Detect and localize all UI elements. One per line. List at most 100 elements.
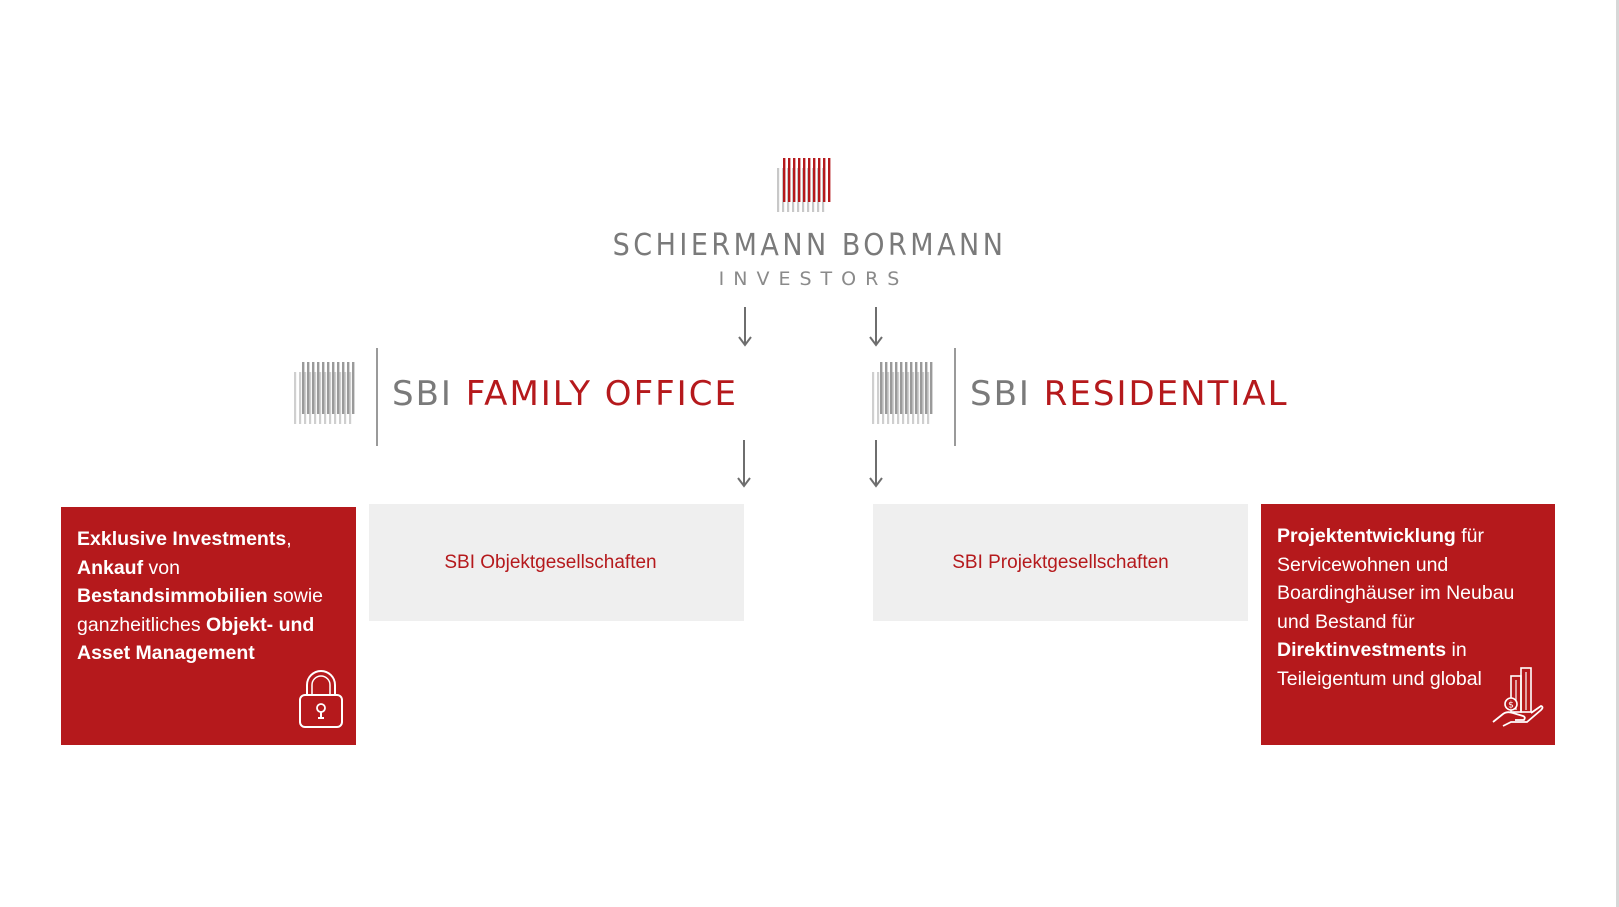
description-segment: Bestandsimmobilien: [77, 585, 268, 607]
residential-logo-bar-dark: [915, 362, 918, 414]
brand-logo-mark: [777, 158, 831, 212]
residential-logo-mark: [872, 362, 933, 424]
description-segment: sowie: [267, 585, 323, 607]
residential-logo-bar-dark: [910, 362, 913, 414]
arrow-down-icon: [738, 307, 752, 347]
residential-logo-bar-dark: [905, 362, 908, 414]
family-office-logo-bar-dark: [347, 362, 350, 414]
residential-logo-bar-light: [877, 372, 880, 424]
residential-logo-bar-light: [897, 372, 900, 424]
family-office-logo-bar-dark: [337, 362, 340, 414]
family-office-logo-bar-light: [339, 372, 342, 424]
residential-logo-bar-light: [907, 372, 910, 424]
residential-logo-bar-dark: [900, 362, 903, 414]
residential-logo-bar-light: [917, 372, 920, 424]
residential-logo-bar-light: [872, 372, 875, 424]
family-office-logo-bar-light: [334, 372, 337, 424]
residential-logo-bar-light: [887, 372, 890, 424]
brand-logo-bar-red: [798, 158, 801, 202]
family-office-logo-bar-dark: [332, 362, 335, 414]
residential-logo-bar-light: [922, 372, 925, 424]
residential-logo-bar-light: [892, 372, 895, 424]
family-office-logo-bar-dark: [302, 362, 305, 414]
arrow-down-icon: [737, 440, 751, 488]
brand-name: SCHIERMANN BORMANN: [612, 228, 1007, 263]
svg-text:$: $: [1508, 701, 1514, 711]
family-office-logo-mark: [294, 362, 355, 424]
brand-logo-bar-red: [823, 158, 826, 202]
family-office-logo-bar-dark: [352, 362, 355, 414]
residential-logo-bar-dark: [890, 362, 893, 414]
family-office-logo-bar-light: [324, 372, 327, 424]
family-office-logo-bar-dark: [307, 362, 310, 414]
description-segment: Objekt- und: [206, 613, 315, 636]
description-segment: Ankauf: [77, 556, 144, 579]
brand-logo-bar-red: [803, 158, 806, 202]
brand-logo-bar-red: [793, 158, 796, 202]
family-office-logo-bar-light: [329, 372, 332, 424]
description-segment: Projektentwicklung: [1277, 525, 1456, 547]
family-office-logo-bar-light: [314, 372, 317, 424]
family-office-logo-bar-light: [319, 372, 322, 424]
residential-divider: [954, 348, 956, 446]
objektgesellschaften-box: SBI Objektgesellschaften: [369, 504, 744, 621]
arrow-down-icon: [869, 307, 883, 347]
brand-logo-bar-red: [808, 158, 811, 202]
family-office-logo-bar-dark: [342, 362, 345, 414]
residential-logo-bar-dark: [880, 362, 883, 414]
description-segment: Asset Management: [77, 642, 255, 664]
description-segment: Teileigentum und global: [1277, 667, 1482, 690]
projektgesellschaften-label: SBI Projektgesellschaften: [952, 551, 1169, 573]
residential-logo-bar-light: [882, 372, 885, 424]
brand-subtitle: INVESTORS: [718, 268, 909, 290]
description-segment: für: [1455, 525, 1484, 547]
family-office-logo-bar-light: [344, 372, 347, 424]
brand-logo-bar-red: [788, 158, 791, 202]
description-segment: und Bestand für: [1277, 610, 1415, 633]
residential-logo-bar-dark: [920, 362, 923, 414]
residential-name: RESIDENTIAL: [1043, 374, 1289, 414]
family-office-divider: [376, 348, 378, 446]
family-office-logo-bar-dark: [327, 362, 330, 414]
lock-icon: [299, 670, 343, 728]
description-segment: ,: [286, 528, 292, 550]
objektgesellschaften-label: SBI Objektgesellschaften: [444, 551, 657, 573]
family-office-logo-bar-light: [299, 372, 302, 424]
family-office-title: SBI FAMILY OFFICE: [392, 374, 738, 414]
description-segment: Servicewohnen und: [1277, 553, 1449, 576]
description-segment: Direktinvestments: [1277, 639, 1447, 661]
residential-logo-bar-light: [927, 372, 930, 424]
family-office-logo-bar-dark: [317, 362, 320, 414]
description-segment: ganzheitliches: [77, 613, 206, 636]
building-hand-icon: $: [1492, 667, 1544, 727]
family-office-name: FAMILY OFFICE: [465, 374, 738, 414]
family-office-logo-bar-light: [304, 372, 307, 424]
residential-logo-bar-light: [902, 372, 905, 424]
residential-logo-bar-dark: [925, 362, 928, 414]
brand-logo-bar-red: [813, 158, 816, 202]
brand-logo-bar-red: [783, 158, 786, 202]
family-office-logo-bar-light: [349, 372, 352, 424]
brand-logo-bar-grey: [777, 168, 780, 212]
brand-logo-bar-red: [818, 158, 821, 202]
family-office-logo-bar-light: [294, 372, 297, 424]
residential-logo-bar-dark: [895, 362, 898, 414]
description-segment: in: [1446, 639, 1467, 661]
residential-title: SBI RESIDENTIAL: [970, 374, 1289, 414]
page-edge-divider: [1616, 0, 1619, 907]
residential-logo-bar-light: [912, 372, 915, 424]
family-office-logo-bar-dark: [322, 362, 325, 414]
family-office-prefix: SBI: [392, 374, 453, 414]
arrow-down-icon: [869, 440, 883, 488]
projektgesellschaften-box: SBI Projektgesellschaften: [873, 504, 1248, 621]
family-office-logo-bar-light: [309, 372, 312, 424]
residential-logo-bar-dark: [885, 362, 888, 414]
description-segment: von: [143, 556, 180, 579]
description-segment: Boardinghäuser im Neubau: [1277, 582, 1515, 604]
residential-prefix: SBI: [970, 374, 1031, 414]
family-office-logo-bar-dark: [312, 362, 315, 414]
